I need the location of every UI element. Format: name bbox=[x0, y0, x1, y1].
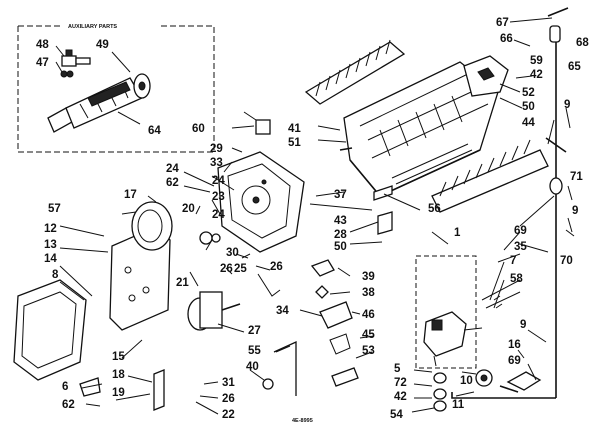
part-label-11: 11 bbox=[452, 399, 465, 411]
part-label-31: 31 bbox=[222, 377, 235, 389]
part-label-47: 47 bbox=[36, 57, 49, 69]
valve-part bbox=[55, 45, 91, 78]
timer-motor bbox=[131, 201, 173, 251]
part-label-69: 69 bbox=[514, 225, 527, 237]
part-label-50b: 50 bbox=[334, 241, 347, 253]
part-label-18: 18 bbox=[112, 369, 125, 381]
part-label-40: 40 bbox=[246, 361, 259, 373]
part-label-1: 1 bbox=[454, 227, 461, 239]
part-label-42b: 42 bbox=[394, 391, 407, 403]
part-label-37: 37 bbox=[334, 189, 347, 201]
part-label-21: 21 bbox=[176, 277, 189, 289]
part-label-26c: 26 bbox=[222, 393, 235, 405]
motor-21 bbox=[187, 291, 241, 331]
part-label-43: 43 bbox=[334, 215, 347, 227]
part-label-26: 26 bbox=[270, 261, 283, 273]
mold-and-rake bbox=[304, 39, 509, 197]
leader-lines bbox=[59, 17, 573, 415]
part-label-60: 60 bbox=[192, 123, 205, 135]
part-label-62b: 62 bbox=[62, 399, 75, 411]
part-label-57: 57 bbox=[48, 203, 61, 215]
part-label-65: 65 bbox=[568, 61, 581, 73]
part-label-15: 15 bbox=[112, 351, 125, 363]
part-label-54: 54 bbox=[390, 409, 403, 421]
part-label-9: 9 bbox=[564, 99, 570, 111]
valve-fittings bbox=[433, 279, 521, 412]
part-label-12: 12 bbox=[44, 223, 57, 235]
part-label-55: 55 bbox=[248, 345, 261, 357]
part-label-19: 19 bbox=[112, 387, 125, 399]
part-label-42: 42 bbox=[530, 69, 543, 81]
part-label-64: 64 bbox=[148, 125, 161, 137]
part-label-35: 35 bbox=[514, 241, 527, 253]
part-label-25: 25 bbox=[234, 263, 247, 275]
part-label-52: 52 bbox=[522, 87, 535, 99]
water-valve-inset bbox=[415, 255, 483, 369]
control-housing bbox=[217, 119, 305, 253]
fill-tube-assembly bbox=[451, 7, 575, 399]
drawing-code: 4E-8995 bbox=[292, 418, 313, 424]
part-label-45: 45 bbox=[362, 329, 375, 341]
part-label-6: 6 bbox=[62, 381, 68, 393]
front-cover bbox=[13, 279, 87, 381]
part-label-9c: 9 bbox=[520, 319, 526, 331]
part-label-49: 49 bbox=[96, 39, 109, 51]
part-label-69b: 69 bbox=[508, 355, 521, 367]
part-label-53: 53 bbox=[362, 345, 375, 357]
small-parts bbox=[79, 185, 542, 411]
part-label-23: 23 bbox=[212, 191, 225, 203]
gear-23 bbox=[199, 231, 221, 245]
part-labels: 48 49 47 64 60 29 33 41 51 67 66 68 59 4… bbox=[36, 17, 589, 421]
part-label-20: 20 bbox=[182, 203, 195, 215]
filter-part bbox=[47, 51, 151, 133]
part-label-10: 10 bbox=[460, 375, 473, 387]
part-label-46: 46 bbox=[362, 309, 375, 321]
part-label-48: 48 bbox=[36, 39, 49, 51]
part-label-44: 44 bbox=[522, 117, 535, 129]
part-label-68: 68 bbox=[576, 37, 589, 49]
part-label-5: 5 bbox=[394, 363, 401, 375]
part-label-38: 38 bbox=[362, 287, 375, 299]
part-label-39: 39 bbox=[362, 271, 375, 283]
part-label-58: 58 bbox=[510, 273, 523, 285]
part-label-71: 71 bbox=[570, 171, 583, 183]
part-label-66: 66 bbox=[500, 33, 513, 45]
part-label-13: 13 bbox=[44, 239, 57, 251]
part-label-30: 30 bbox=[226, 247, 239, 259]
part-label-24b: 24 bbox=[212, 175, 225, 187]
part-label-72: 72 bbox=[394, 377, 407, 389]
part-label-50: 50 bbox=[522, 101, 535, 113]
part-label-17: 17 bbox=[124, 189, 137, 201]
part-label-34: 34 bbox=[276, 305, 289, 317]
part-label-14: 14 bbox=[44, 253, 57, 265]
part-label-8: 8 bbox=[52, 269, 59, 281]
part-label-70: 70 bbox=[560, 255, 573, 267]
part-label-67: 67 bbox=[496, 17, 509, 29]
part-label-62: 62 bbox=[166, 177, 179, 189]
part-label-51: 51 bbox=[288, 137, 301, 149]
part-label-9b: 9 bbox=[572, 205, 578, 217]
part-label-24c: 24 bbox=[212, 209, 225, 221]
inset-title: AUXILIARY PARTS bbox=[68, 24, 117, 30]
part-label-59: 59 bbox=[530, 55, 543, 67]
strip-heater-44 bbox=[431, 139, 549, 213]
part-label-24: 24 bbox=[166, 163, 179, 175]
part-label-16: 16 bbox=[508, 339, 521, 351]
part-label-29: 29 bbox=[210, 143, 223, 155]
part-label-7: 7 bbox=[510, 255, 516, 267]
part-label-33: 33 bbox=[210, 157, 223, 169]
part-label-41: 41 bbox=[288, 123, 301, 135]
part-label-26b: 26 bbox=[220, 263, 233, 275]
part-label-27: 27 bbox=[248, 325, 261, 337]
part-label-56: 56 bbox=[428, 203, 441, 215]
part-label-22: 22 bbox=[222, 409, 235, 421]
part-label-28: 28 bbox=[334, 229, 347, 241]
auxiliary-parts-inset: AUXILIARY PARTS bbox=[17, 24, 215, 153]
